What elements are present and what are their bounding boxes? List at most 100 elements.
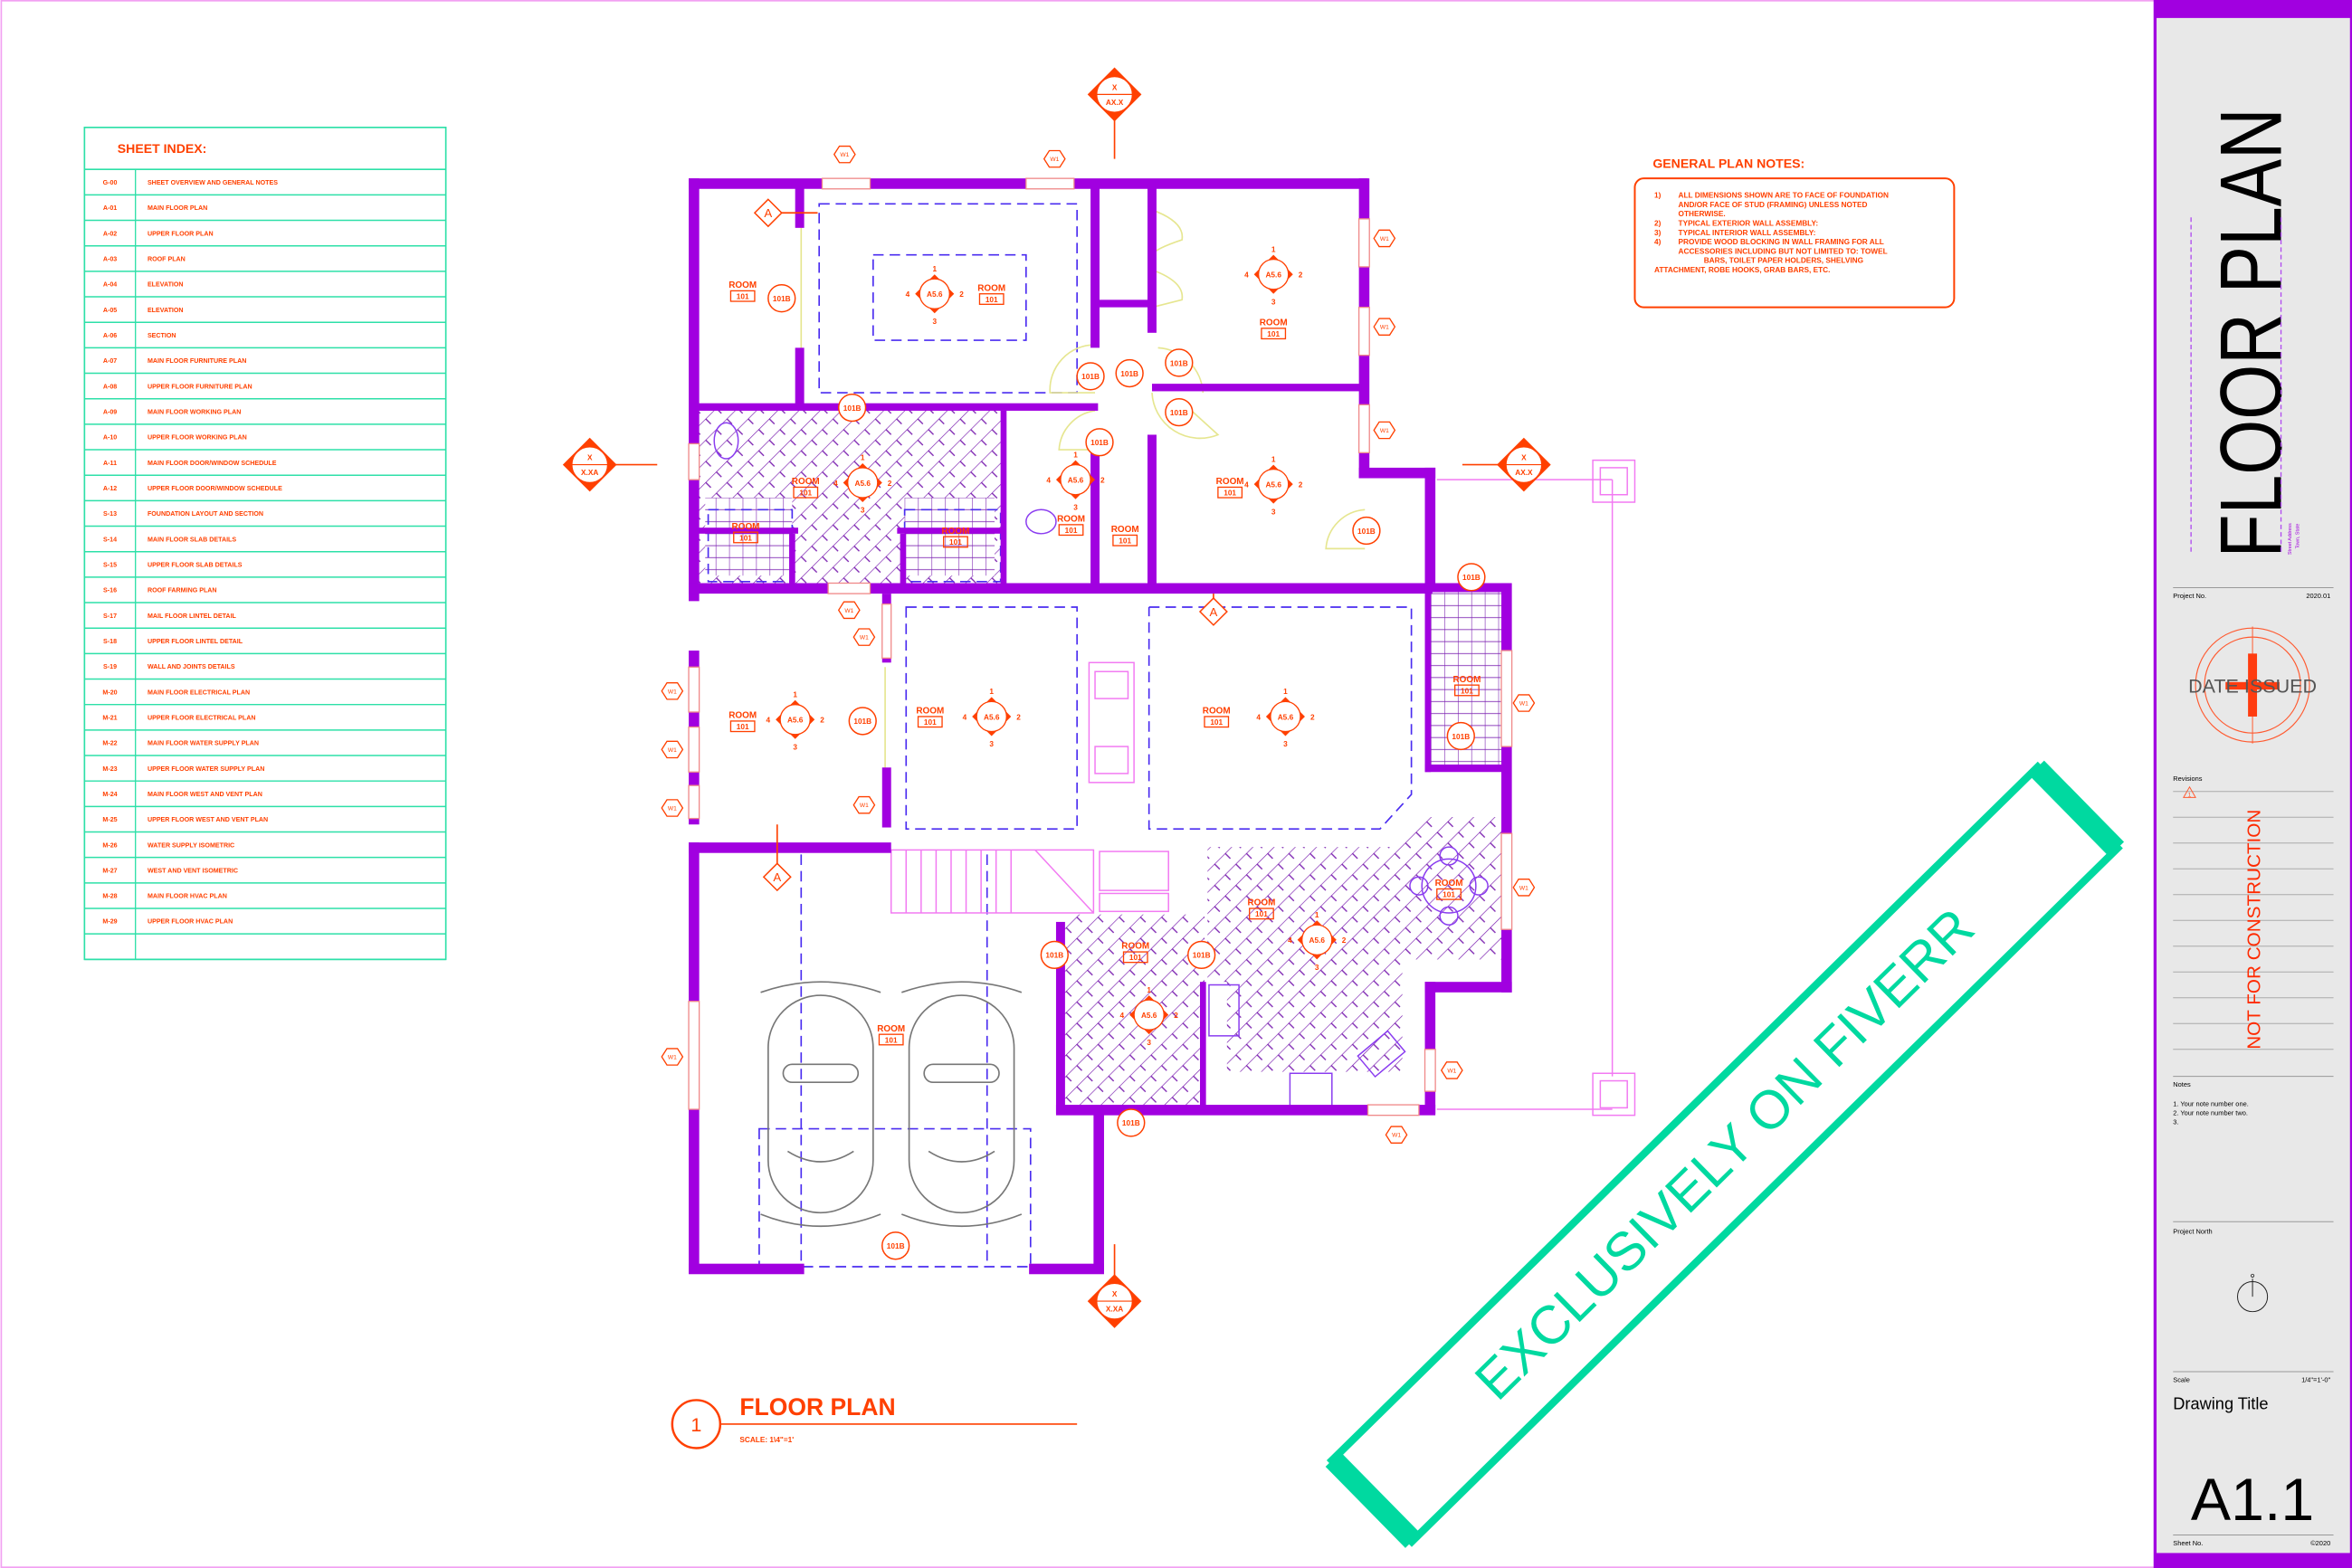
window-tag-label: W1 [1380, 325, 1389, 331]
section-ref: A5.6 [1265, 480, 1281, 489]
sheet-title: MAIN FLOOR PLAN [148, 204, 207, 212]
door-tag-label: 101B [1120, 370, 1138, 378]
door-tag-circle [1076, 362, 1105, 391]
section-circle [1257, 258, 1290, 290]
sheet-code: S-18 [103, 638, 117, 645]
grid-tag: A [762, 862, 792, 892]
section-dir: 3 [1271, 508, 1276, 516]
closet-floor [705, 498, 793, 576]
door-tag: 101B [767, 284, 796, 313]
sheet-code: A-03 [103, 255, 117, 262]
window-tag: W1 [837, 601, 861, 620]
window-tag-label: W1 [1380, 236, 1389, 242]
toilet-icon [713, 422, 739, 460]
drawing-number: 1 [690, 1414, 701, 1436]
sheet-title: UPPER FLOOR WORKING PLAN [148, 434, 247, 442]
sheet-title: ELEVATION [148, 307, 184, 314]
room-label: ROOM [732, 522, 760, 532]
scale-label: Scale [2173, 1376, 2190, 1384]
window-hexagon-icon [661, 682, 684, 700]
sheet-title: UPPER FLOOR WATER SUPPLY PLAN [148, 765, 264, 773]
sheet-title: UPPER FLOOR PLAN [148, 230, 214, 237]
sheet-title: WEST AND VENT ISOMETRIC [148, 867, 238, 874]
town-state: Town, State [2295, 524, 2300, 549]
notes-label: Notes [2173, 1080, 2191, 1088]
sheet-title: MAIN FLOOR DOOR/WINDOW SCHEDULE [148, 460, 277, 467]
elevation-ref: X.XA [581, 469, 598, 477]
grid-label: A [764, 206, 772, 220]
sheet-title: MAIN FLOOR ELECTRICAL PLAN [148, 689, 250, 696]
door-tag-circle [1115, 358, 1144, 388]
door-tag-label: 101B [1045, 952, 1063, 960]
door-tag-circle [1165, 348, 1194, 377]
room-label: ROOM [1435, 879, 1463, 889]
section-ref: A5.6 [854, 480, 871, 488]
window-tag-label: W1 [668, 805, 677, 812]
door-tag: 101B [1446, 721, 1475, 751]
door-tag: 101B [1352, 516, 1381, 546]
grid-diamond-icon [1198, 597, 1228, 626]
floor-plan: ROOM101ROOM101ROOM101ROOM101ROOM101ROOM1… [562, 67, 1636, 1328]
watermark-text: EXCLUSIVELY ON FIVERR [1463, 897, 1985, 1411]
note-text: TYPICAL EXTERIOR WALL ASSEMBLY: [1679, 220, 1819, 228]
room-number-box [1217, 486, 1243, 499]
room-number-box [1261, 328, 1287, 340]
window-hexagon-icon [1385, 1126, 1408, 1144]
grid-diamond-icon [753, 198, 783, 228]
grid-label: A [773, 870, 781, 884]
elevation-ref: AX.X [1515, 469, 1533, 477]
window-hexagon-icon [661, 1048, 684, 1066]
general-notes-title: GENERAL PLAN NOTES: [1652, 157, 1804, 171]
note-item: 1. Your note number one. [2173, 1100, 2249, 1108]
section-dir: 4 [906, 290, 910, 299]
north-arrow-icon [2237, 1273, 2269, 1313]
door-tag: 101B [1187, 940, 1216, 970]
grid-tag: A [753, 198, 783, 228]
door-tag-label: 101B [1090, 439, 1109, 447]
street-address: Street Address [2288, 523, 2293, 555]
section-dir: 2 [1342, 936, 1347, 945]
window-tag-label: W1 [1447, 1068, 1456, 1074]
window-hexagon-icon [661, 799, 684, 817]
section-circle [1060, 463, 1091, 496]
room-label: ROOM [877, 1024, 905, 1034]
section-circle [779, 704, 811, 736]
room-number: 101 [1119, 537, 1131, 546]
note-item: 3. [2173, 1118, 2178, 1126]
section-dir: 1 [1271, 245, 1276, 253]
section-ref: A5.6 [984, 713, 1000, 721]
room-number: 101 [799, 489, 812, 498]
door-tag: 101B [881, 1231, 910, 1260]
date-issued: DATE ISSUED [2188, 675, 2317, 697]
window-hexagon-icon [1373, 229, 1396, 248]
toilet-icon [1025, 508, 1057, 535]
section-circle [919, 278, 950, 309]
note-text: ATTACHMENT, ROBE HOOKS, GRAB BARS, ETC. [1654, 266, 1830, 274]
grid-diamond-icon [762, 862, 792, 892]
window-tag-label: W1 [844, 608, 853, 614]
drawing-scale: SCALE: 1\4"=1' [739, 1436, 794, 1444]
sheet-code: M-20 [102, 689, 117, 696]
note-number: 2) [1654, 220, 1662, 228]
note-text: TYPICAL INTERIOR WALL ASSEMBLY: [1679, 229, 1816, 237]
